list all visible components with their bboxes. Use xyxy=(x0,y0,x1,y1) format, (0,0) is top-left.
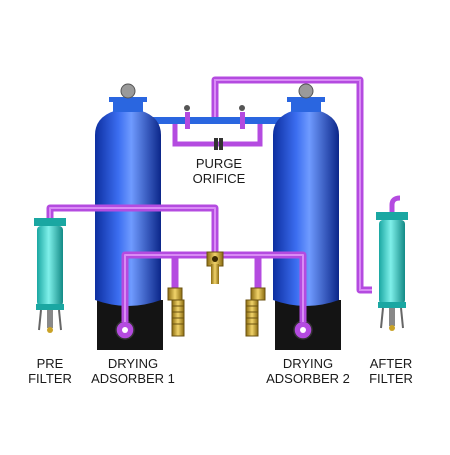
adsorber-2-vessel xyxy=(273,83,341,350)
purge-orifice-label: PURGE ORIFICE xyxy=(183,156,255,186)
purge-label-line1: PURGE xyxy=(195,156,243,171)
adsorber-1-vessel xyxy=(95,83,163,350)
adsorber-2-label-line2: ADSORBER 2 xyxy=(266,371,350,386)
adsorber-2-label-line1: DRYING xyxy=(282,356,334,371)
switching-valve xyxy=(206,251,224,284)
after-filter-label-line2: FILTER xyxy=(369,371,413,386)
pre-filter-label-line2: FILTER xyxy=(28,371,72,386)
adsorber-1-label: DRYING ADSORBER 1 xyxy=(88,356,178,386)
purge-label-line2: ORIFICE xyxy=(192,171,246,186)
after-filter xyxy=(376,195,408,331)
purge-header xyxy=(140,105,290,150)
exhaust-valve-2 xyxy=(245,287,266,337)
pre-filter-label-line1: PRE xyxy=(36,356,64,371)
after-filter-label-line1: AFTER xyxy=(369,356,413,371)
adsorber-1-label-line2: ADSORBER 1 xyxy=(91,371,175,386)
exhaust-valve-1 xyxy=(167,287,185,337)
inlet-pipe-inner xyxy=(49,207,304,322)
pre-filter xyxy=(34,218,66,333)
adsorber-1-label-line1: DRYING xyxy=(107,356,159,371)
pre-filter-label: PRE FILTER xyxy=(14,356,86,386)
after-filter-label: AFTER FILTER xyxy=(358,356,424,386)
adsorber-2-label: DRYING ADSORBER 2 xyxy=(262,356,354,386)
outlet-pipe-inner xyxy=(214,79,372,291)
